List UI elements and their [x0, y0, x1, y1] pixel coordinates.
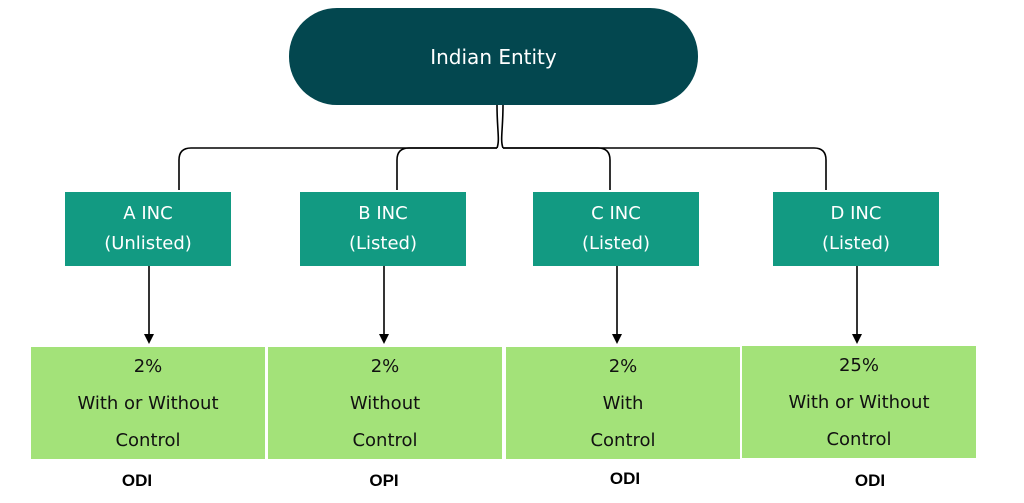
- entity-node-a: A INC (Unlisted): [65, 192, 231, 266]
- bracket-branch-c: [503, 147, 611, 190]
- entity-status: (Listed): [581, 233, 650, 254]
- root-brace: [496, 104, 504, 149]
- entity-status: (Listed): [348, 233, 417, 254]
- root-label: Indian Entity: [430, 44, 557, 69]
- bracket-bar: [178, 147, 497, 190]
- route-label-c: ODI: [609, 469, 641, 488]
- info-box-b: 2% Without Control: [268, 347, 502, 459]
- control-condition: Without: [349, 392, 421, 414]
- control-condition: With: [602, 392, 644, 414]
- route-label-a: ODI: [121, 471, 153, 490]
- entity-name: C INC: [591, 203, 641, 224]
- control-condition: With or Without: [77, 392, 219, 414]
- holding-percent: 25%: [838, 354, 879, 376]
- entity-name: A INC: [123, 203, 173, 224]
- entity-node-d: D INC (Listed): [773, 192, 939, 266]
- holding-percent: 2%: [370, 355, 400, 377]
- arrow-d: [852, 266, 862, 344]
- arrow-c: [612, 266, 622, 344]
- entity-status: (Unlisted): [104, 233, 192, 254]
- entity-name: B INC: [358, 203, 408, 224]
- entity-node-b: B INC (Listed): [300, 192, 466, 266]
- route-label-b: OPI: [369, 471, 399, 490]
- arrow-a: [144, 266, 154, 344]
- entity-node-c: C INC (Listed): [533, 192, 699, 266]
- bracket-bar-right: [503, 147, 827, 190]
- root-node: Indian Entity: [289, 8, 698, 105]
- control-label: Control: [826, 428, 892, 450]
- bracket-branch-b: [396, 147, 497, 190]
- control-label: Control: [590, 429, 656, 451]
- holding-percent: 2%: [608, 355, 638, 377]
- entity-status: (Listed): [821, 233, 890, 254]
- arrow-b: [379, 266, 389, 344]
- holding-percent: 2%: [133, 355, 163, 377]
- control-label: Control: [115, 429, 181, 451]
- info-box-d: 25% With or Without Control: [742, 346, 976, 458]
- route-label-d: ODI: [854, 471, 886, 490]
- control-condition: With or Without: [788, 391, 930, 413]
- entity-name: D INC: [830, 203, 882, 224]
- info-box-c: 2% With Control: [506, 347, 740, 459]
- info-box-a: 2% With or Without Control: [31, 347, 265, 459]
- control-label: Control: [352, 429, 418, 451]
